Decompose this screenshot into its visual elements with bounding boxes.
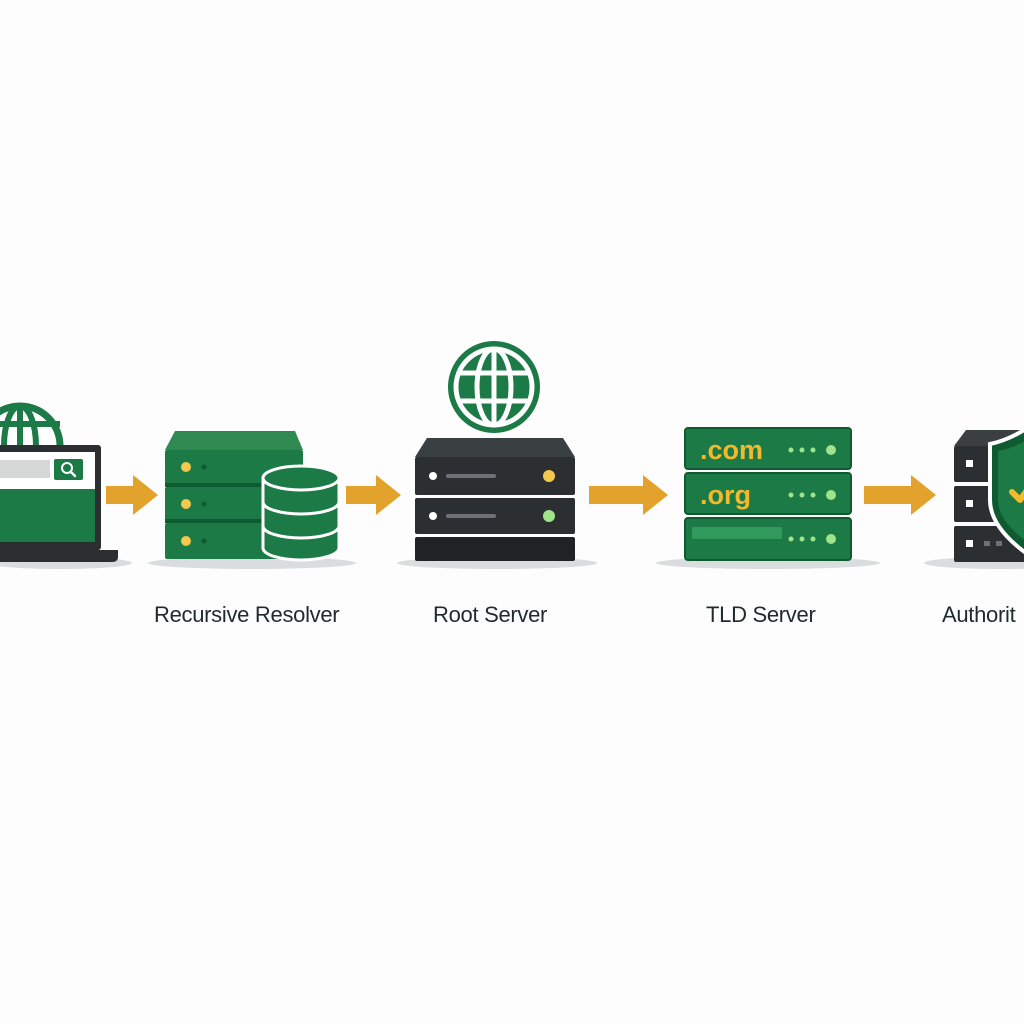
client-node bbox=[0, 402, 132, 569]
resolver-node bbox=[148, 431, 356, 569]
status-led bbox=[543, 510, 555, 522]
status-led bbox=[543, 470, 555, 482]
status-led bbox=[181, 536, 191, 546]
status-led bbox=[181, 499, 191, 509]
tld-domain-org: .org bbox=[700, 480, 751, 510]
arrow-icon bbox=[106, 475, 158, 515]
authoritative-label: Authorit bbox=[942, 602, 1016, 627]
arrow-icon bbox=[864, 475, 936, 515]
database-icon bbox=[261, 464, 341, 562]
status-led bbox=[181, 462, 191, 472]
resolver-label: Recursive Resolver bbox=[154, 602, 340, 627]
server-icon: .com .org bbox=[684, 427, 852, 561]
drive-bay bbox=[692, 527, 782, 539]
laptop-icon bbox=[0, 445, 118, 562]
globe-icon bbox=[444, 337, 544, 437]
tld-domain-com: .com bbox=[700, 435, 763, 465]
authoritative-node bbox=[924, 427, 1024, 569]
tld-node: .com .org bbox=[656, 427, 880, 569]
search-icon bbox=[61, 462, 77, 478]
server-icon bbox=[415, 438, 575, 561]
arrow-icon bbox=[346, 475, 401, 515]
root-node bbox=[397, 337, 597, 569]
tld-label: TLD Server bbox=[706, 602, 816, 627]
address-bar bbox=[0, 460, 50, 478]
search-button bbox=[54, 459, 83, 480]
arrow-icon bbox=[589, 475, 668, 515]
status-led bbox=[826, 490, 836, 500]
status-led bbox=[826, 534, 836, 544]
root-label: Root Server bbox=[433, 602, 548, 627]
status-led bbox=[826, 445, 836, 455]
shield-icon bbox=[988, 427, 1024, 555]
